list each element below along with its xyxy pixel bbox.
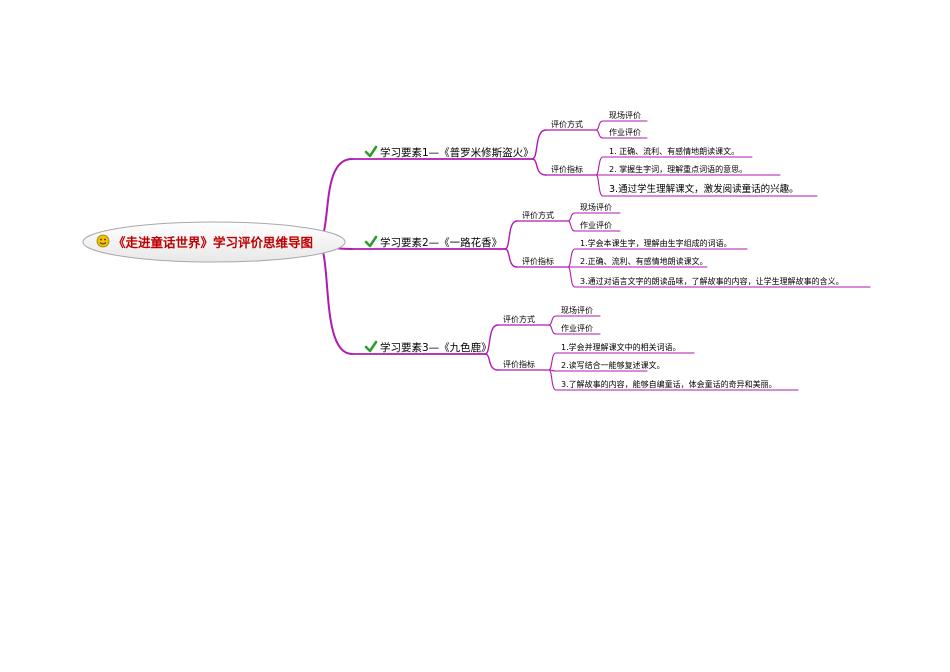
branch-3-index-item-3: 3.了解故事的内容，能够自编童话，体会童话的奇异和美丽。: [561, 379, 777, 389]
branch-2-index-item-3: 3.通过对语言文字的朗读品味，了解故事的内容，让学生理解故事的含义。: [580, 276, 844, 286]
root-node[interactable]: 《走进童话世界》学习评价思维导图: [82, 221, 346, 263]
check-icon: [364, 145, 378, 158]
branch-3-index-item-1: 1.学会并理解课文中的相关词语。: [561, 342, 681, 352]
connector-11: [595, 156, 604, 176]
branch-1-index-item-1: 1. 正确、流利、有感情地朗读课文。: [609, 146, 739, 156]
smiley-icon: [96, 234, 110, 248]
connector-43: [548, 352, 557, 371]
connector-7: [595, 120, 604, 131]
branch-2-method-label: 评价方式: [522, 210, 554, 220]
branch-3-method-item-2: 作业评价: [561, 323, 593, 333]
branch-3-method-item-1: 现场评价: [561, 306, 593, 315]
connector-36: [484, 353, 499, 371]
branch-1-index-item-3: 3.通过学生理解课文，激发阅读童话的兴趣。: [609, 183, 799, 195]
branch-1-index-label: 评价指标: [551, 164, 583, 174]
connector-39: [548, 315, 557, 326]
branch-2-method-item-1: 现场评价: [580, 203, 612, 212]
connector-27: [567, 248, 576, 268]
branch-1-label: 学习要素1—《普罗米修斯盗火》: [380, 146, 534, 159]
connector-25: [567, 220, 576, 232]
connector-20: [504, 248, 518, 268]
branch-2-index-item-2: 2.正确、流利、有感情地朗读课文。: [580, 256, 708, 266]
branch-1[interactable]: 学习要素1—《普罗米修斯盗火》 评价方式 现场评价 作业评价 评价指标 1. 正…: [364, 111, 799, 195]
branch-2-index-item-1: 1.学会本课生字，理解由生字组成的词语。: [580, 238, 732, 248]
check-icon: [364, 340, 378, 353]
connector-9: [595, 129, 604, 139]
branch-3-method-label: 评价方式: [503, 314, 535, 324]
connector-3: [531, 129, 547, 160]
root-ellipse: [82, 221, 346, 263]
branch-3-index-item-2: 2.读写结合一能够复述课文。: [561, 360, 665, 370]
connector-1: [315, 158, 353, 243]
connector-35: [484, 324, 499, 355]
connector-23: [567, 212, 576, 222]
connector-47: [548, 369, 557, 391]
branch-1-method-item-1: 现场评价: [609, 111, 641, 120]
branch-1-index-item-2: 2. 掌握生字词，理解重点词语的意思。: [609, 164, 747, 174]
connector-33: [315, 241, 353, 355]
connector-19: [504, 220, 518, 250]
branch-3-label: 学习要素3—《九色鹿》: [380, 341, 492, 354]
branch-2-label: 学习要素2—《一路花香》: [380, 236, 502, 249]
branch-2-method-item-2: 作业评价: [580, 220, 612, 230]
branch-2[interactable]: 学习要素2—《一路花香》 评价方式 现场评价 作业评价 评价指标 1.学会本课生…: [364, 203, 844, 286]
connector-15: [595, 174, 604, 197]
branch-1-method-label: 评价方式: [551, 119, 583, 129]
root-title: 《走进童话世界》学习评价思维导图: [113, 235, 313, 250]
connector-4: [531, 158, 547, 176]
branch-3-index-label: 评价指标: [503, 359, 535, 369]
branch-2-index-label: 评价指标: [522, 256, 554, 266]
connector-lines: [315, 120, 871, 391]
connector-41: [548, 324, 557, 335]
branch-3[interactable]: 学习要素3—《九色鹿》 评价方式 现场评价 作业评价 评价指标 1.学会并理解课…: [364, 306, 777, 389]
connector-31: [567, 266, 576, 288]
branch-1-method-item-2: 作业评价: [609, 127, 641, 137]
check-icon: [364, 235, 378, 248]
